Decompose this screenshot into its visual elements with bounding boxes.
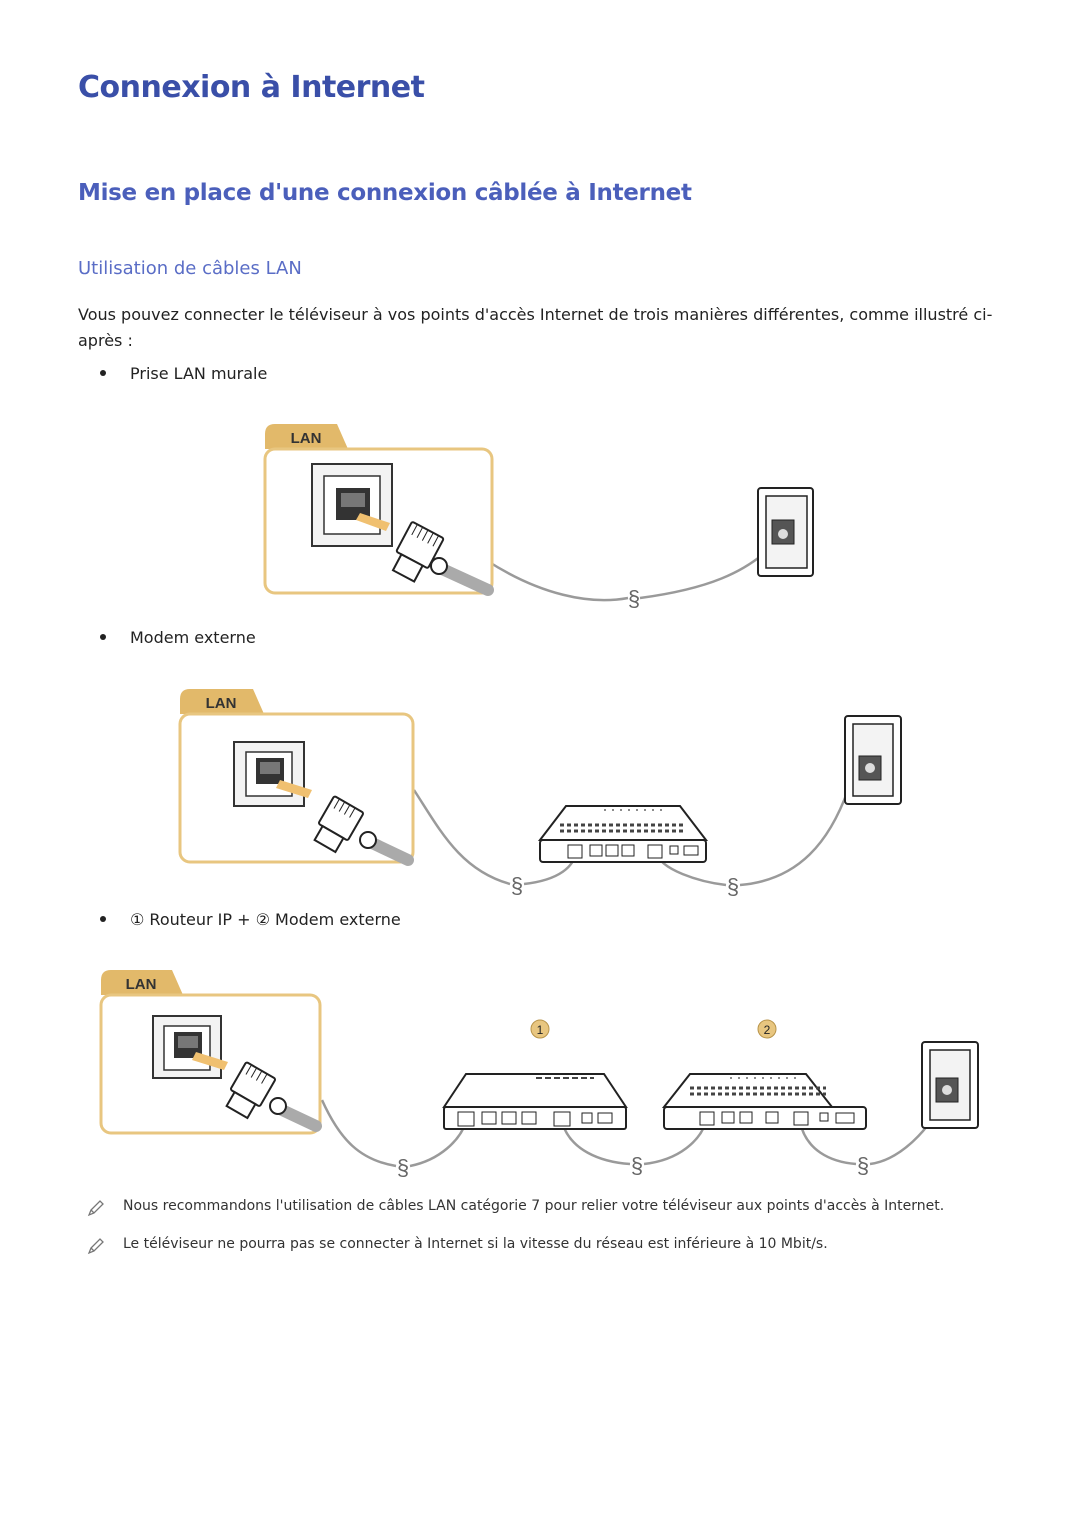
bullet-dot (100, 369, 106, 376)
router-number-badge (530, 1019, 550, 1039)
diagram-router-modem: § § § LAN 1 2 (99, 970, 979, 1180)
bullet-label: ① Routeur IP + ② Modem externe (130, 910, 401, 929)
note-cable-category: Nous recommandons l'utilisation de câble… (123, 1198, 945, 1214)
lan-tab-label: LAN (291, 430, 322, 447)
wall-plate (757, 487, 814, 577)
rj45-plug (225, 1061, 276, 1120)
lan-tab (265, 424, 348, 449)
ip-router (442, 1073, 628, 1130)
bullet-external-modem: Modem externe (100, 628, 256, 647)
page-title: Connexion à Internet (78, 70, 425, 105)
modem-number: 2 (764, 1023, 771, 1037)
pencil-note-icon (87, 1238, 104, 1255)
modem-number-badge (757, 1019, 777, 1039)
diagram-wall-lan: § LAN (263, 424, 814, 611)
external-modem (661, 1073, 867, 1130)
svg-text:§: § (857, 1153, 869, 1178)
rj45-plug (313, 795, 364, 854)
rj45-plug (391, 521, 445, 583)
svg-text:§: § (511, 873, 523, 898)
wall-plate (844, 715, 902, 805)
bullet-dot (100, 633, 106, 640)
subsection-title: Utilisation de câbles LAN (78, 258, 302, 279)
lan-tab-label: LAN (126, 976, 157, 993)
note-network-speed: Le téléviseur ne pourra pas se connecter… (123, 1236, 828, 1252)
svg-text:§: § (628, 586, 640, 611)
wall-plate (921, 1041, 979, 1129)
bullet-dot (100, 915, 106, 922)
lan-tab (101, 970, 183, 995)
diagram-external-modem: § § LAN (178, 689, 902, 899)
lan-tab (180, 689, 264, 714)
svg-text:§: § (397, 1155, 409, 1180)
bullet-label: Modem externe (130, 628, 256, 647)
router-number: 1 (537, 1023, 544, 1037)
external-modem (537, 805, 709, 863)
pencil-note-icon (87, 1200, 104, 1217)
bullet-wall-lan: Prise LAN murale (100, 364, 267, 383)
intro-paragraph: Vous pouvez connecter le téléviseur à vo… (78, 305, 993, 350)
section-title: Mise en place d'une connexion câblée à I… (78, 180, 692, 206)
lan-tab-label: LAN (206, 695, 237, 712)
svg-text:§: § (631, 1153, 643, 1178)
bullet-router-modem: ① Routeur IP + ② Modem externe (100, 910, 401, 929)
bullet-label: Prise LAN murale (130, 364, 268, 383)
svg-text:§: § (727, 874, 739, 899)
